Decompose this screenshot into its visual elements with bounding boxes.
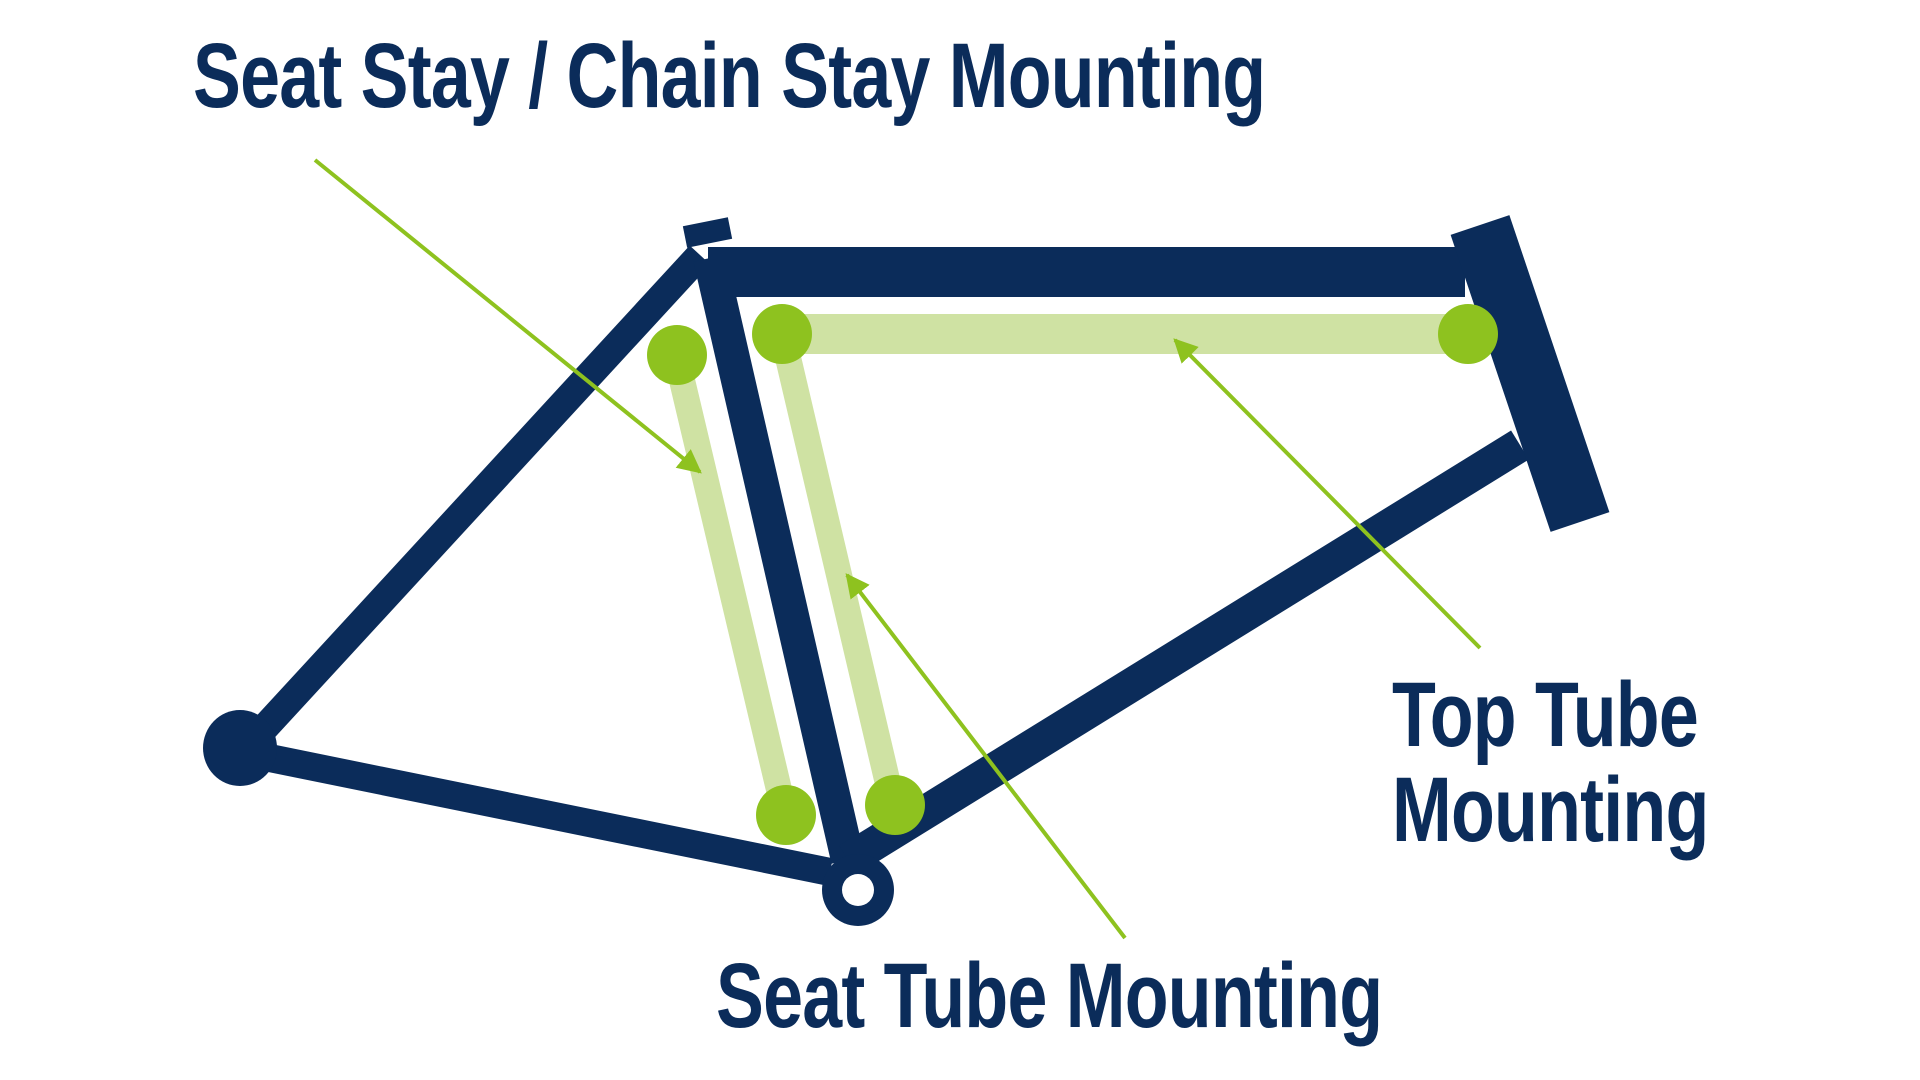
top-tube-label: Top Tube Mounting (1392, 668, 1709, 858)
mount-point-seat-stay-bottom (756, 785, 816, 845)
seat-tube-label: Seat Tube Mounting (716, 945, 1383, 1047)
mount-point-seat-stay-top (647, 325, 707, 385)
seat-tube-mount-band (769, 329, 906, 808)
rear-dropout (203, 710, 277, 786)
head-tube (1450, 215, 1610, 532)
seat-stay-mount-band (663, 352, 798, 818)
top-tube-label-line2: Mounting (1392, 758, 1709, 861)
bottom-bracket-hole (842, 874, 874, 906)
mount-points (647, 304, 1498, 845)
mount-point-seat-tube-bottom (865, 775, 925, 835)
seat-post-top (682, 217, 733, 248)
seat-tube-arrow (845, 573, 1127, 940)
down-tube (839, 430, 1529, 875)
seat-tube (693, 254, 865, 864)
mount-point-top-tube-front (1438, 304, 1498, 364)
top-tube-arrow (1173, 338, 1482, 650)
seat-stay-arrow (313, 158, 702, 474)
mount-bands (663, 314, 1468, 818)
arrows (313, 158, 1482, 940)
top-tube-label-line1: Top Tube (1392, 664, 1699, 766)
seat-stay-tube (247, 245, 711, 745)
seat-stay-chain-stay-label: Seat Stay / Chain Stay Mounting (193, 25, 1266, 127)
chain-stay-tube (237, 738, 833, 886)
mount-point-seat-tube-top (752, 304, 812, 364)
frame (237, 215, 1610, 886)
